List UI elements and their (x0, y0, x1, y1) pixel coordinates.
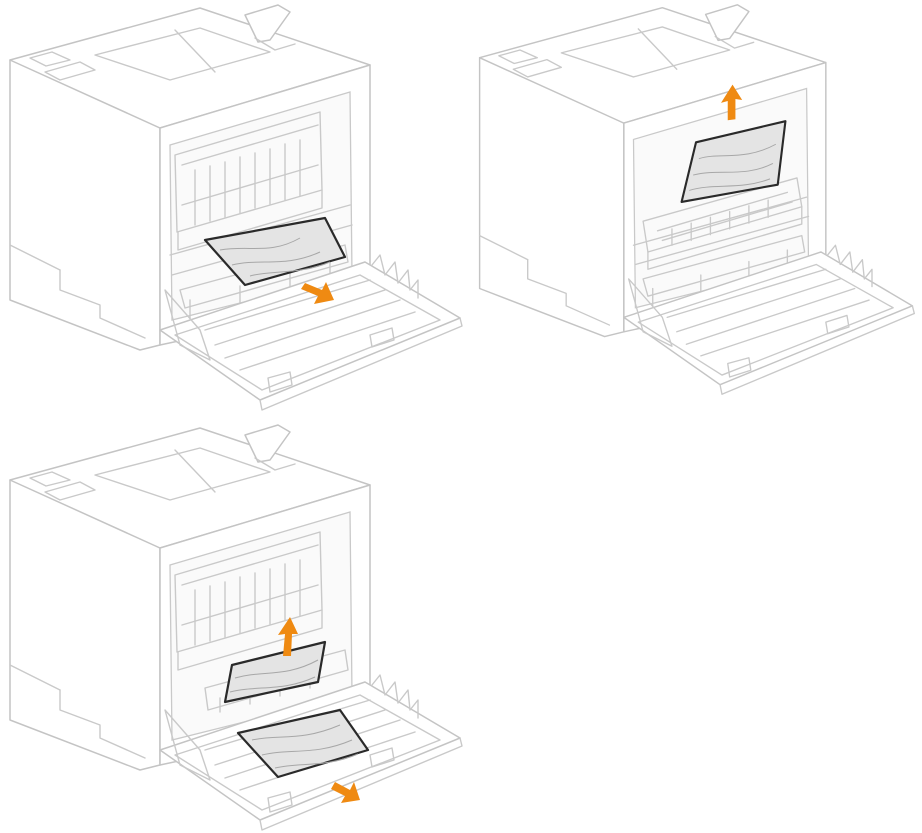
printer-drawing (0, 420, 470, 833)
step-2-illustration (470, 0, 922, 415)
printer-drawing (470, 0, 922, 415)
step-1-illustration (0, 0, 470, 415)
printer-drawing (0, 0, 470, 415)
step-3-illustration (0, 420, 470, 833)
